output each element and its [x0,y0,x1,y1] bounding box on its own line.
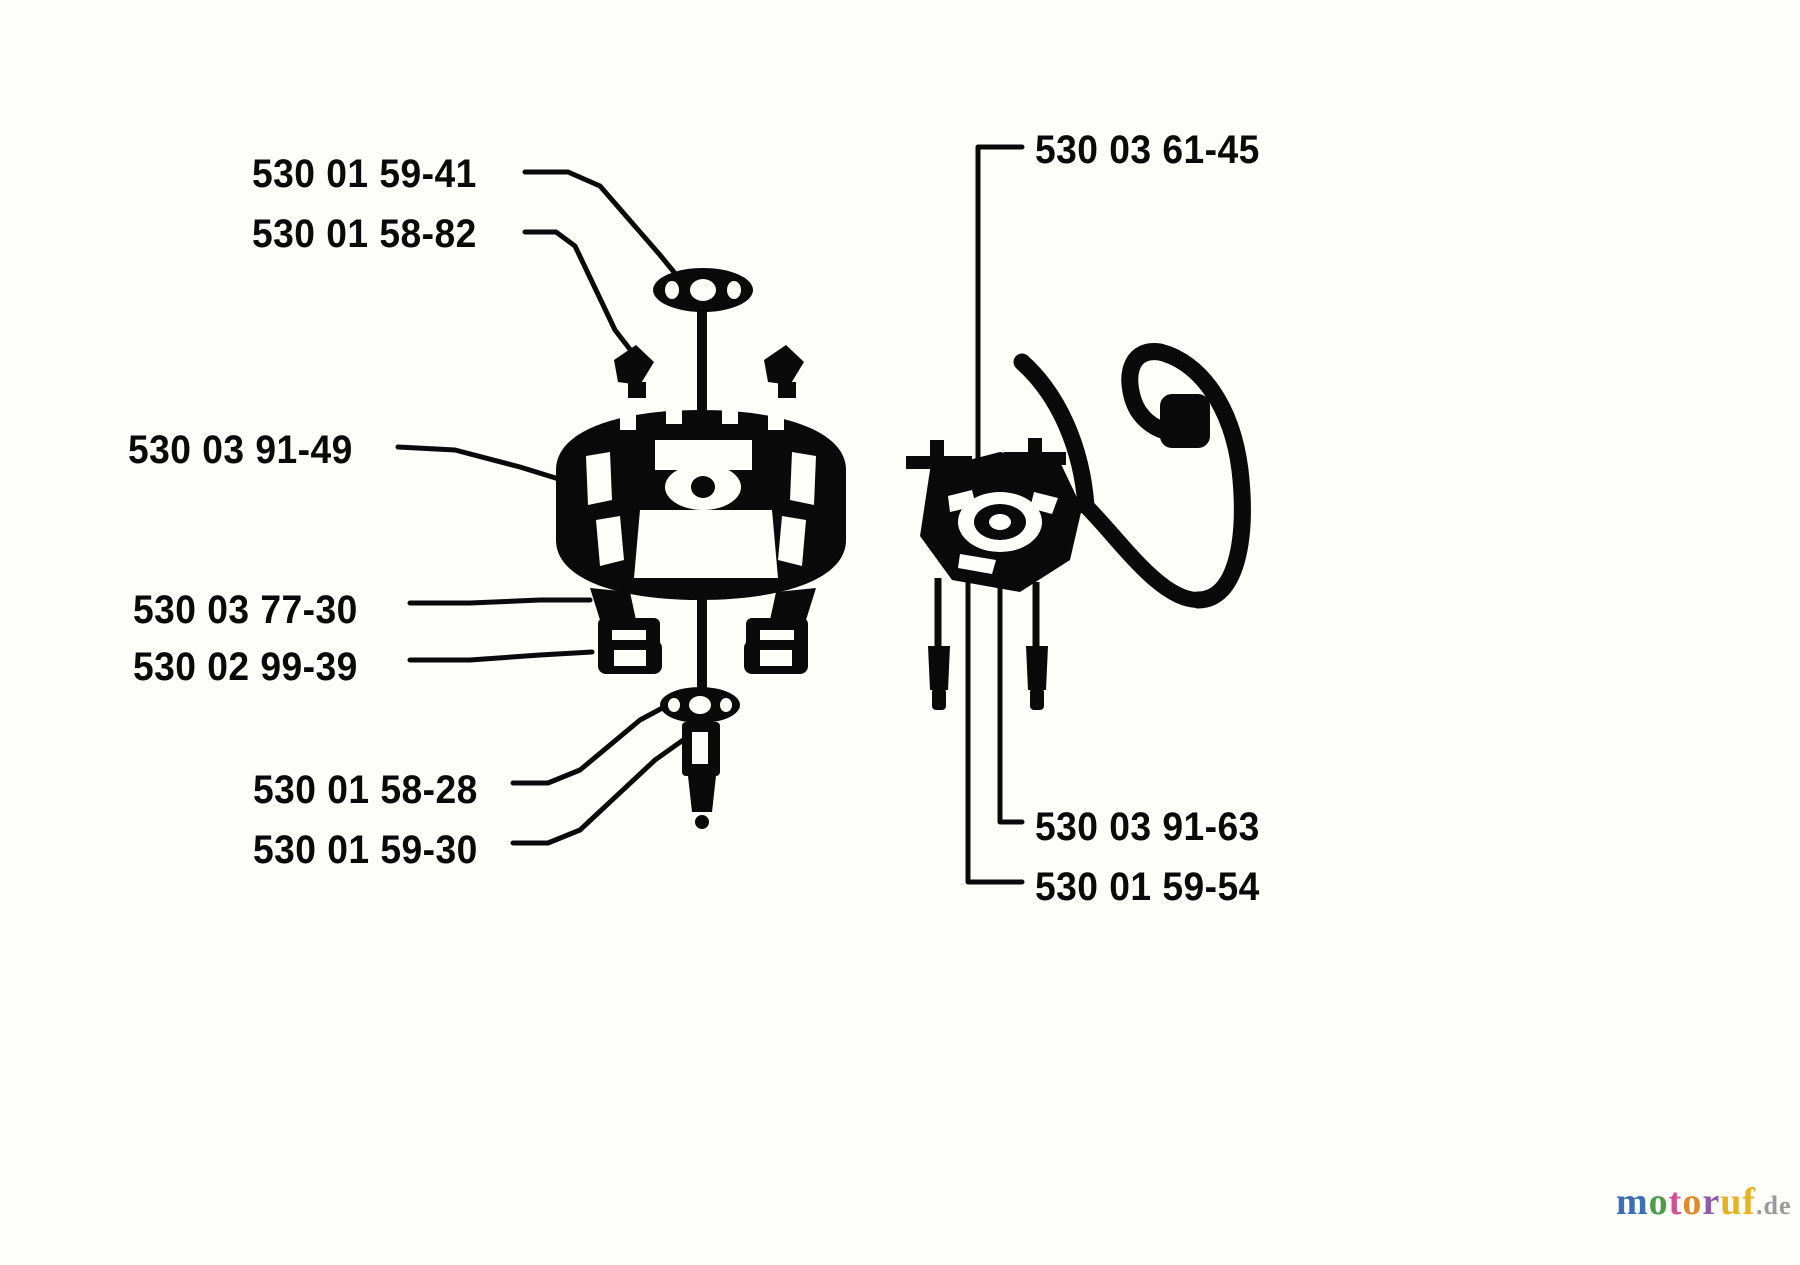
part-plug-boot-terminal [1160,394,1210,448]
part-pawl-nut-right [764,345,804,398]
watermark-letter-o1: o [1648,1181,1669,1223]
part-pawl-nut-left [614,345,654,398]
right-assembly-group [906,343,1251,710]
part-label-530-03-61-45: 530 03 61-45 [1035,128,1260,172]
part-starter-pulley-body [556,408,846,600]
part-label-530-03-77-30: 530 03 77-30 [133,588,358,632]
part-bottom-washer [660,687,740,723]
watermark-letter-r: r [1702,1181,1721,1223]
watermark-suffix-de: .de [1755,1191,1792,1220]
part-bushing-right [744,640,808,674]
watermark-letter-o2: o [1682,1181,1703,1223]
part-label-530-01-58-28: 530 01 58-28 [253,768,478,812]
part-module-leads [934,578,1040,648]
leader-lines [395,144,1025,885]
part-oval-washer [653,268,753,312]
watermark-letter-m: m [1616,1181,1649,1223]
watermark-letter-t: t [1668,1181,1683,1223]
part-center-shaft-lower [697,560,707,690]
part-label-530-01-59-41: 530 01 59-41 [252,152,477,196]
part-center-shaft-upper [697,312,707,427]
part-label-530-03-91-63: 530 03 91-63 [1035,805,1260,849]
part-label-530-03-91-49: 530 03 91-49 [128,428,353,472]
part-bottom-bolt [682,722,720,829]
part-label-530-02-99-39: 530 02 99-39 [133,645,358,689]
part-label-530-01-58-82: 530 01 58-82 [252,212,477,256]
part-label-530-01-59-54: 530 01 59-54 [1035,865,1260,909]
motoruf-watermark: motoruf.de [1616,1180,1791,1224]
part-lead-terminals [928,646,1048,710]
left-assembly-group [556,268,846,829]
part-module-arms [906,438,1066,498]
watermark-letter-u: u [1720,1181,1743,1223]
part-bushing-left [598,640,662,674]
part-label-530-01-59-30: 530 01 59-30 [253,828,478,872]
part-ignition-module [920,452,1082,592]
watermark-letter-f: f [1742,1181,1756,1223]
